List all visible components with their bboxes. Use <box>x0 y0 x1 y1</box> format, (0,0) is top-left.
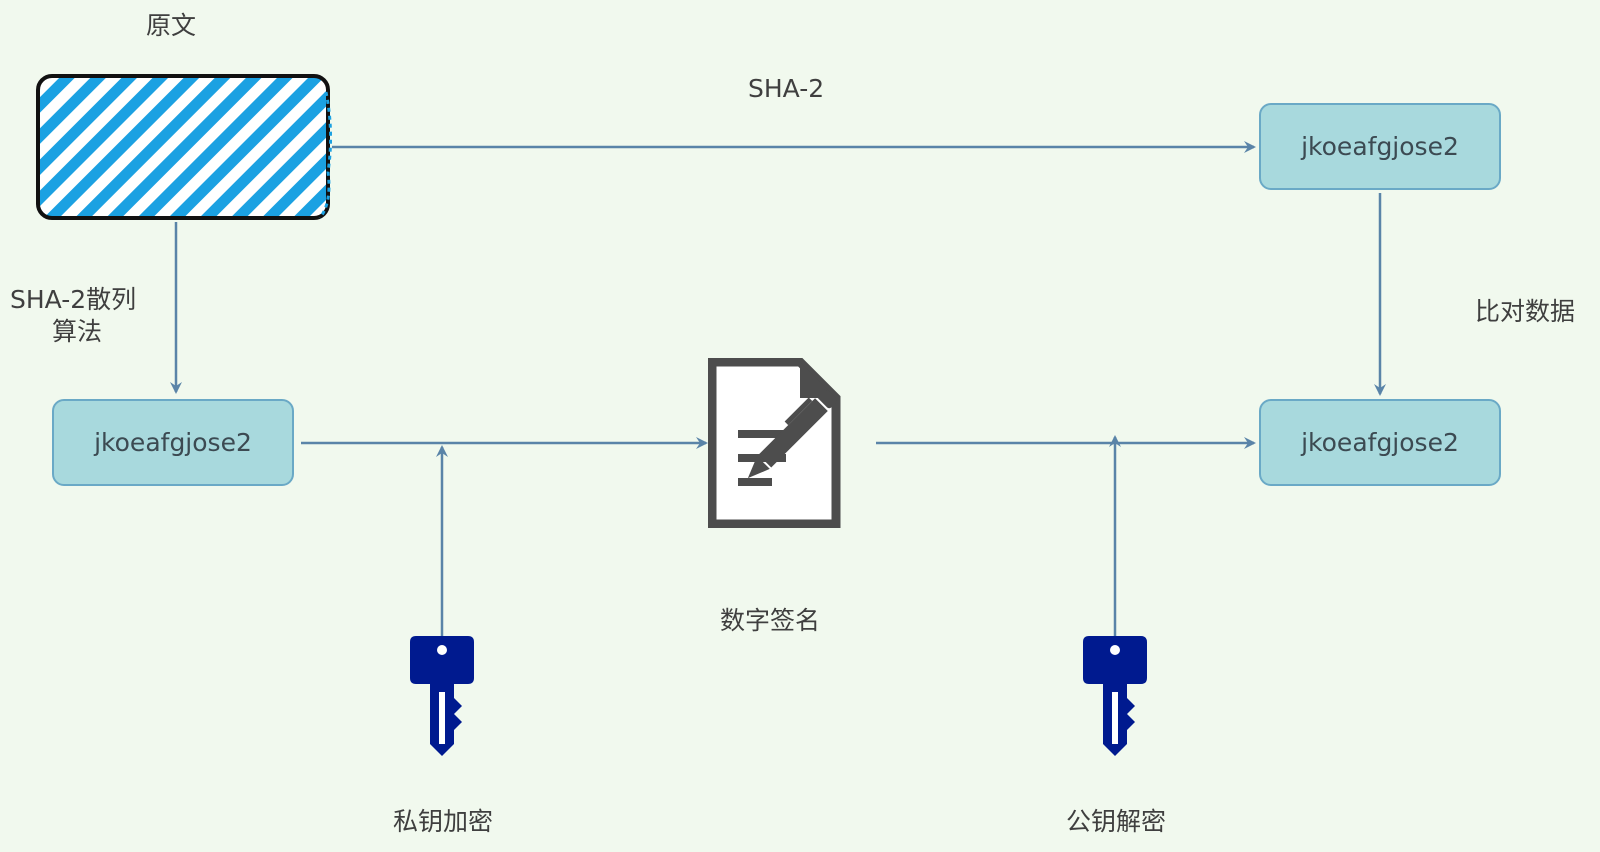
public-key-decrypt-label: 公钥解密 <box>1066 807 1167 836</box>
sha2-hash-label-line2: 算法 <box>52 317 103 346</box>
sha2-label: SHA-2 <box>748 74 825 103</box>
compare-data-label: 比对数据 <box>1475 297 1576 326</box>
plaintext-label: 原文 <box>146 11 197 40</box>
private-key-encrypt-label: 私钥加密 <box>393 807 494 836</box>
hash-box-bottom-right: jkoeafgjose2 <box>1259 399 1501 486</box>
plaintext-node <box>36 74 332 220</box>
private-key-icon <box>410 636 474 756</box>
hash-box-top-right: jkoeafgjose2 <box>1259 103 1501 190</box>
sha2-hash-label-line1: SHA-2散列 <box>10 285 137 314</box>
public-key-icon <box>1083 636 1147 756</box>
digital-signature-label: 数字签名 <box>720 606 821 635</box>
document-with-pen-icon <box>708 358 841 528</box>
hash-box-left: jkoeafgjose2 <box>52 399 294 486</box>
